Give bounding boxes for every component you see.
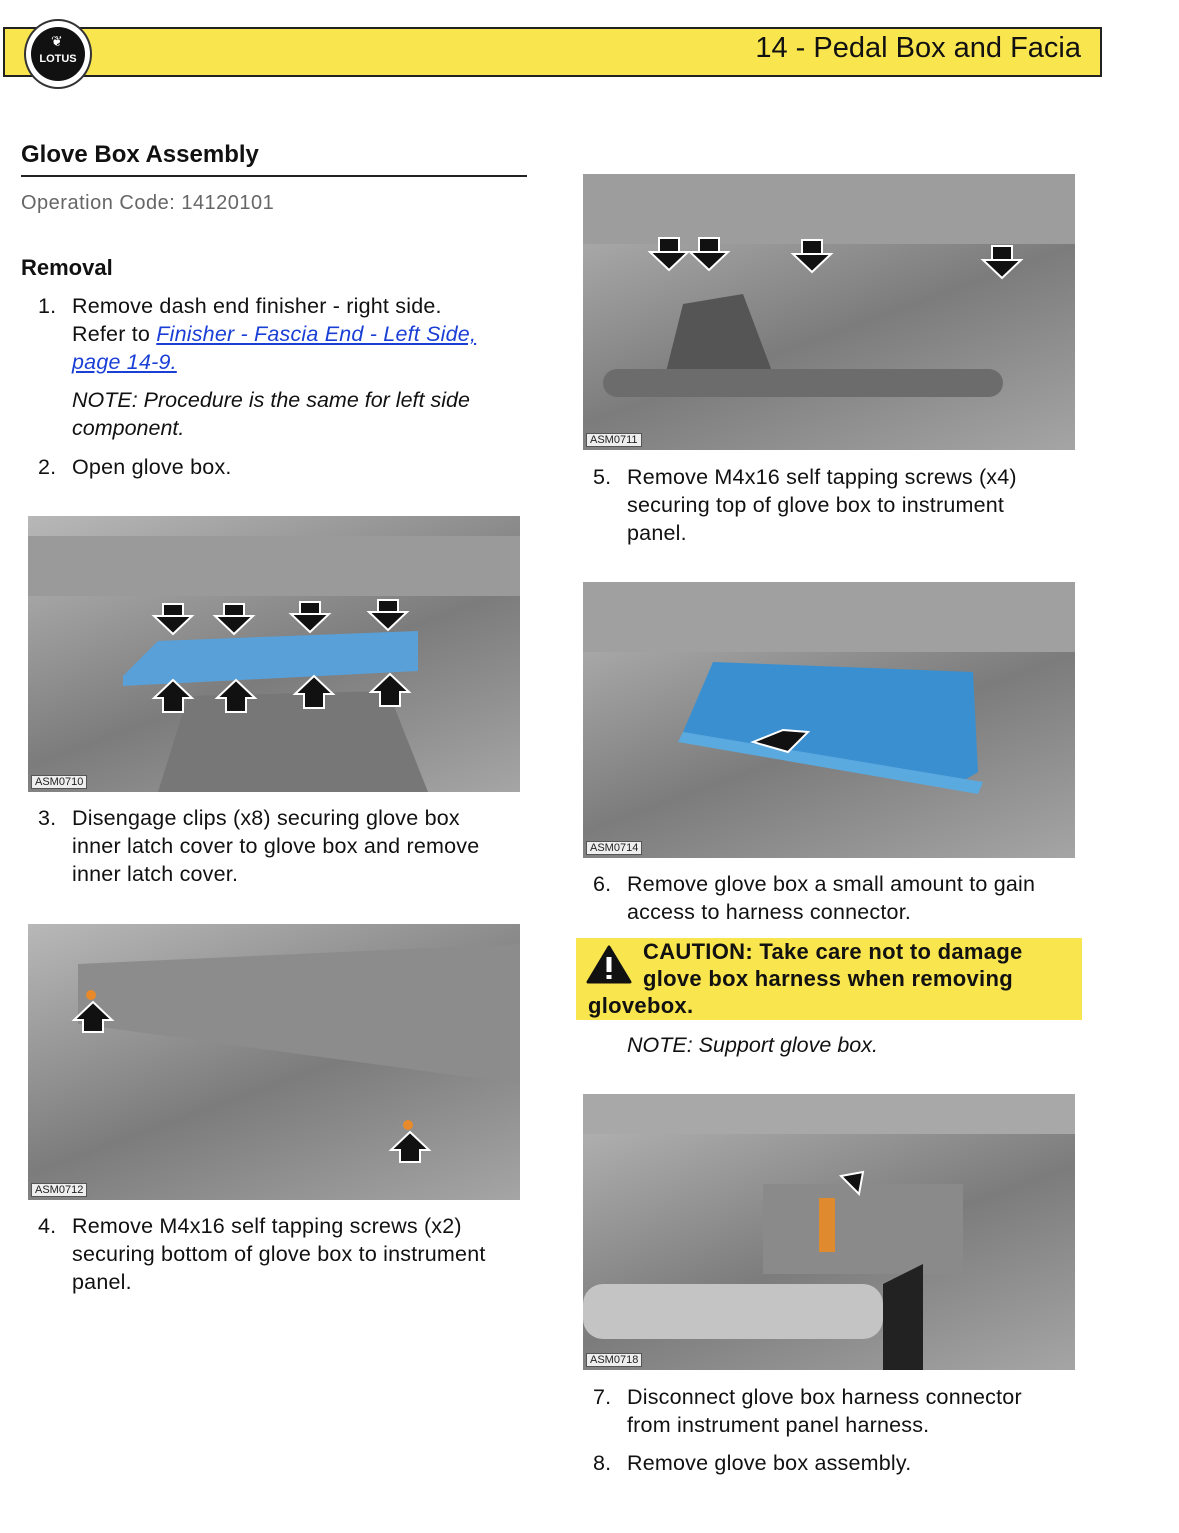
page-link[interactable]: page 14-9. xyxy=(72,350,177,374)
figure-asm0711: ASM0711 xyxy=(583,174,1075,450)
operation-code: Operation Code: 14120101 xyxy=(21,192,275,214)
step-1-note-cont: component. xyxy=(72,416,185,440)
chapter-header-bar xyxy=(3,27,1102,77)
page-title: Glove Box Assembly xyxy=(21,141,259,168)
finisher-link[interactable]: Finisher - Fascia End - Left Side, xyxy=(156,322,477,346)
warning-icon xyxy=(586,945,632,984)
figure-asm0712: ASM0712 xyxy=(28,924,520,1200)
figure-asm0714: ASM0714 xyxy=(583,582,1075,858)
lotus-logo: ❦LOTUS xyxy=(24,19,92,89)
section-heading: Removal xyxy=(21,255,113,280)
step-1-note: NOTE: Procedure is the same for left sid… xyxy=(72,388,470,412)
step-6-note: NOTE: Support glove box. xyxy=(627,1033,878,1057)
figure-asm0710: ASM0710 xyxy=(28,516,520,792)
figure-asm0718: ASM0718 xyxy=(583,1094,1075,1370)
caution-box: CAUTION: Take care not to damage glove b… xyxy=(576,938,1082,1020)
title-divider xyxy=(21,175,527,177)
chapter-title: 14 - Pedal Box and Facia xyxy=(755,32,1081,64)
